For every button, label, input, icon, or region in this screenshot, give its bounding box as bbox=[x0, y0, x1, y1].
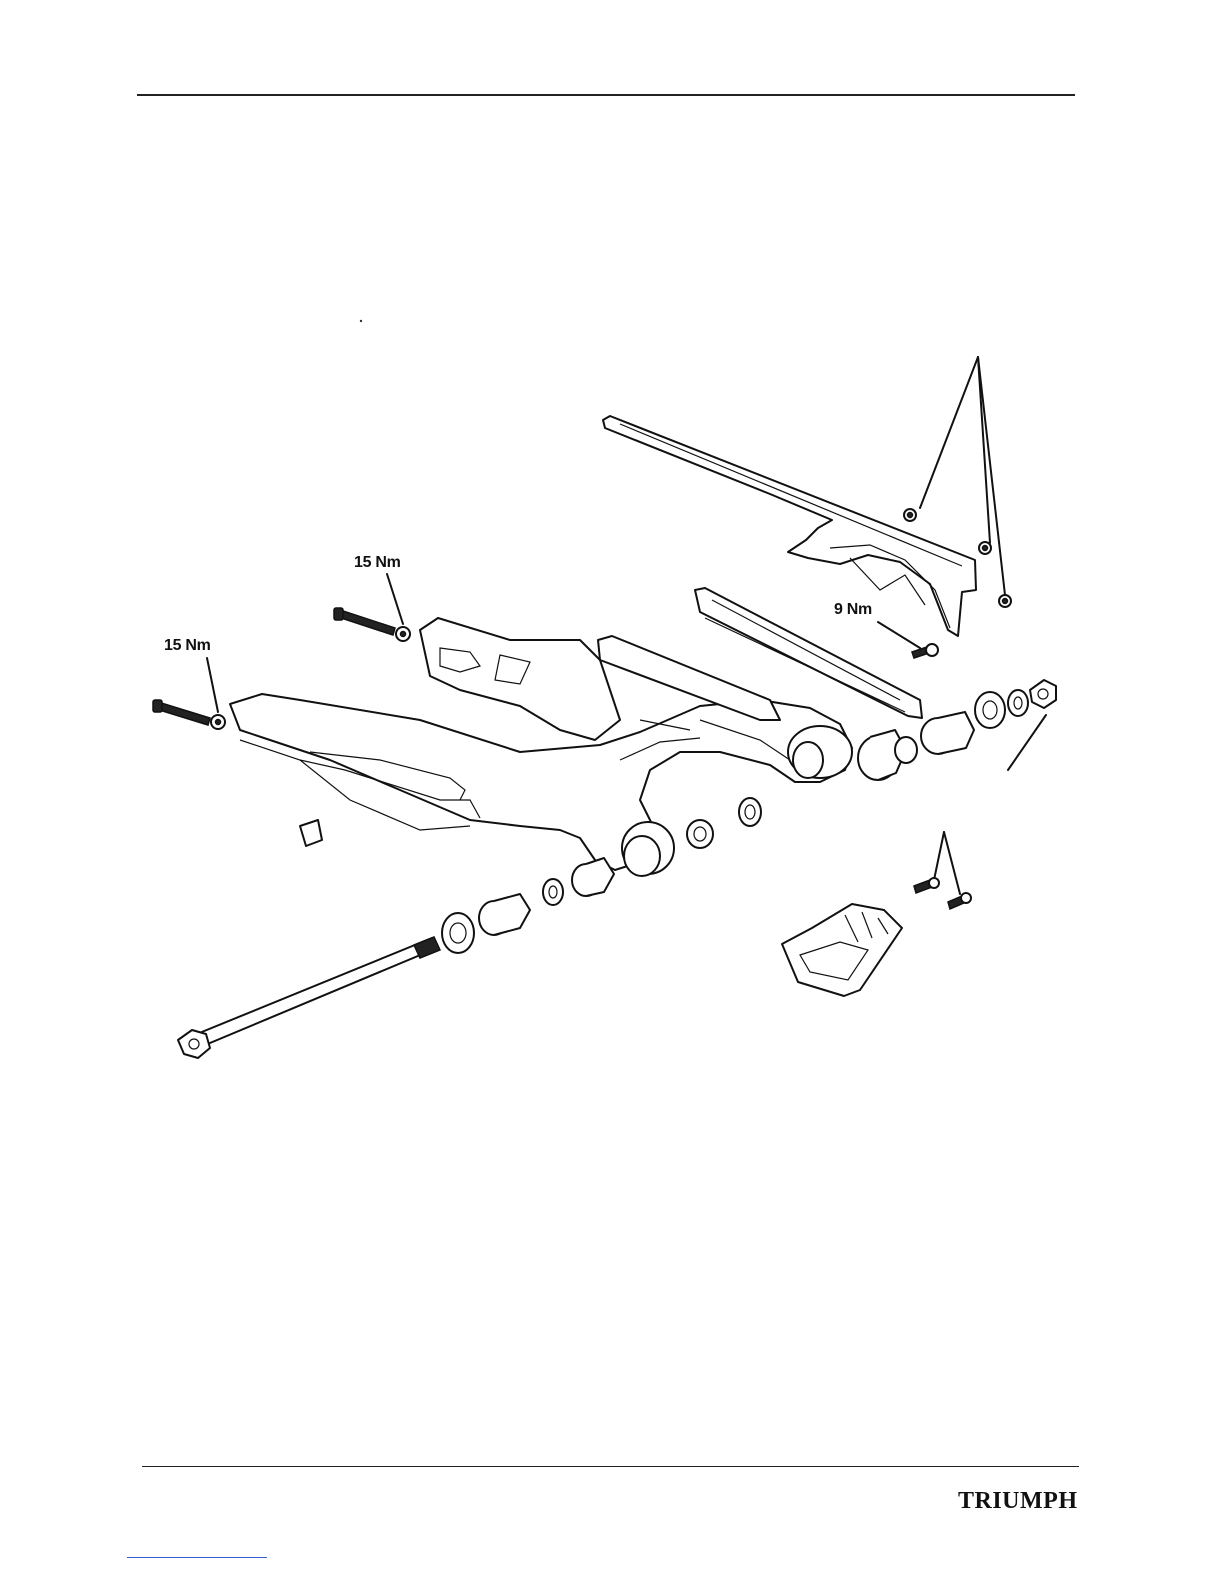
speck bbox=[360, 320, 362, 322]
leader-15nm-lower bbox=[207, 658, 218, 712]
torque-label-chain-slider: 9 Nm bbox=[834, 601, 872, 619]
swinging-arm bbox=[230, 618, 852, 876]
link-underline bbox=[127, 1557, 267, 1558]
torque-label-upper-adjuster: 15 Nm bbox=[354, 554, 401, 572]
leader-15nm-upper bbox=[387, 574, 403, 624]
leader-9nm bbox=[878, 622, 920, 648]
chain-guide-screws bbox=[914, 832, 971, 909]
chain-guide bbox=[782, 904, 902, 996]
triumph-logo: TRIUMPH bbox=[958, 1488, 1078, 1515]
footer-rule bbox=[142, 1466, 1079, 1467]
torque-label-lower-adjuster: 15 Nm bbox=[164, 637, 211, 655]
pivot-spindle bbox=[178, 937, 440, 1058]
chain-guard bbox=[603, 416, 976, 636]
adjuster-bolt-lower bbox=[153, 700, 225, 729]
